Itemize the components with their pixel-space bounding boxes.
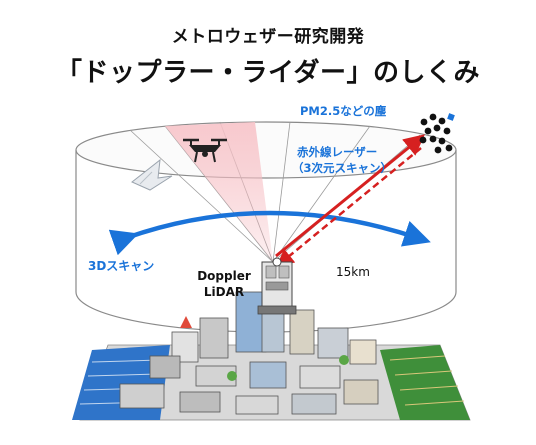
scan-arrow bbox=[108, 210, 431, 256]
distance-label: 15km bbox=[336, 265, 370, 279]
lidar-label-line2: LiDAR bbox=[204, 285, 244, 299]
bird-icon bbox=[131, 158, 173, 191]
drone-icon bbox=[183, 138, 227, 163]
diagram-subtitle: メトロウェザー研究開発 bbox=[171, 27, 365, 47]
lidar-label-line1: Doppler bbox=[197, 269, 251, 283]
laser-label-line2: （3次元スキャン） bbox=[292, 161, 392, 175]
lidar-device-icon bbox=[257, 257, 297, 315]
particles-label: PM2.5などの塵 bbox=[300, 104, 387, 118]
laser-label-line1: 赤外線レーザー bbox=[297, 145, 377, 159]
particle-cluster-icon bbox=[419, 113, 455, 154]
scan-label: 3Dスキャン bbox=[88, 259, 154, 273]
city-illustration bbox=[72, 291, 471, 421]
diagram-title: 「ドップラー・ライダー」のしくみ bbox=[55, 58, 480, 88]
laser-beam bbox=[275, 134, 425, 267]
